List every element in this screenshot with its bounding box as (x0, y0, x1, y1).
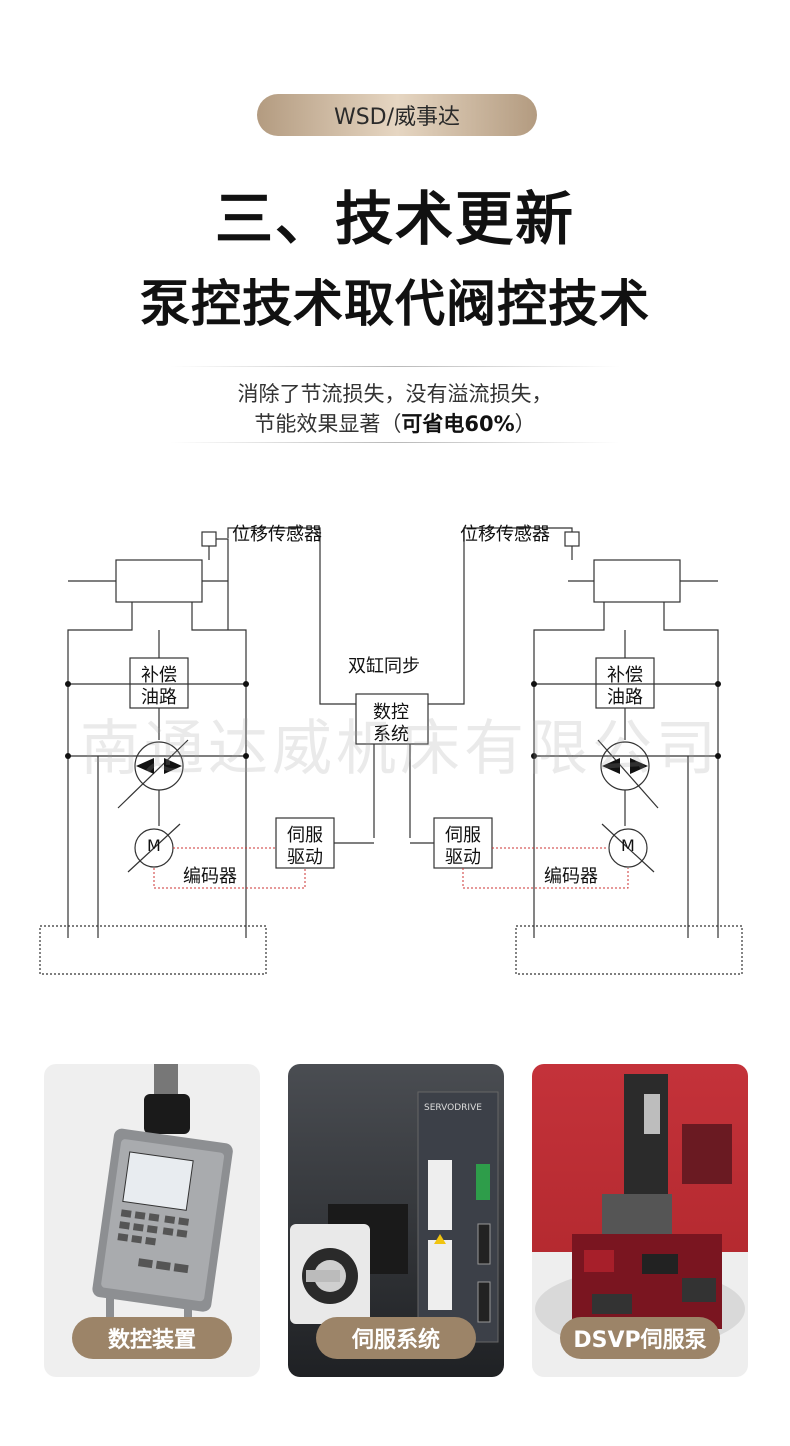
right-cylinder (593, 559, 681, 603)
right-servo-line-1: 伺服 (445, 825, 481, 846)
card-dsvp-pump: DSVP伺服泵 (532, 1064, 748, 1377)
right-comp-line-1: 补偿 (607, 665, 643, 686)
description-line-1: 消除了节流损失，没有溢流损失， (237, 382, 553, 406)
description-text-end: ） (514, 412, 536, 436)
sync-label: 双缸同步 (348, 656, 420, 677)
left-motor-letter: M (147, 836, 161, 855)
left-comp-line-1: 补偿 (141, 665, 177, 686)
left-tank (39, 925, 267, 975)
right-tank (515, 925, 743, 975)
watermark: 南通达威机床有限公司 (80, 714, 720, 784)
hydraulic-schematic: 位移传感器 位移传感器 双缸同步 补偿 油路 补偿 油路 数控 系统 伺服 驱动… (28, 508, 768, 978)
right-comp-line-2: 油路 (607, 687, 643, 708)
section-subtitle: 泵控技术取代阀控技术 (140, 275, 650, 333)
right-encoder-label: 编码器 (544, 866, 598, 887)
servo-system-image: SERVODRIVE (290, 1091, 499, 1343)
card-servo-system: SERVODRIVE 伺服系统 (288, 1064, 504, 1377)
right-sensor-icon (564, 531, 580, 547)
cnc-box (355, 693, 429, 745)
description-text: 节能效果显著（ (254, 412, 402, 436)
cnc-line-2: 系统 (373, 724, 409, 745)
section-title: 三、技术更新 (214, 185, 575, 253)
left-sensor-icon (201, 531, 217, 547)
left-encoder-label: 编码器 (183, 866, 237, 887)
left-sensor-label: 位移传感器 (232, 524, 322, 545)
schematic-lines (39, 527, 743, 975)
description-line-2: 节能效果显著（可省电60%） (0, 408, 790, 438)
divider-top (170, 366, 620, 367)
right-motor-symbol (608, 828, 648, 868)
left-servo-line-1: 伺服 (287, 825, 323, 846)
left-cylinder (115, 559, 203, 603)
right-motor-letter: M (621, 836, 635, 855)
card-label-dsvp: DSVP伺服泵 (560, 1317, 720, 1359)
cnc-line-1: 数控 (373, 702, 409, 723)
card-cnc-device: 数控装置 (44, 1064, 260, 1377)
card-label-servo: 伺服系统 (316, 1317, 476, 1359)
servodrive-text: SERVODRIVE (424, 1103, 482, 1113)
divider-bottom (170, 442, 620, 443)
left-comp-line-2: 油路 (141, 687, 177, 708)
card-label-cnc: 数控装置 (72, 1317, 232, 1359)
right-sensor-label: 位移传感器 (460, 524, 550, 545)
left-servo-line-2: 驱动 (287, 847, 323, 868)
saving-highlight: 可省电60% (401, 412, 515, 436)
right-servo-line-2: 驱动 (445, 847, 481, 868)
brand-badge: WSD/威事达 (257, 94, 537, 136)
